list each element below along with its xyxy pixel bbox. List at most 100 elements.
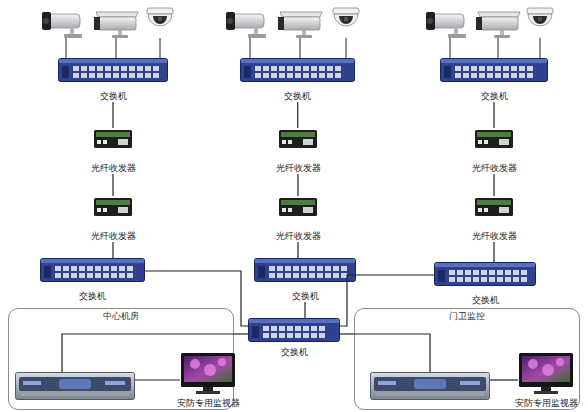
transceiver-stripe [281, 132, 315, 137]
room-title: 门卫监控 [446, 311, 488, 322]
switch-port [495, 73, 501, 78]
switch-port [319, 326, 325, 331]
monitor-stand [541, 387, 551, 391]
switch-port [521, 277, 527, 282]
switch-port [311, 73, 317, 78]
network-switch: 交换机 [440, 58, 548, 102]
switch-icon [248, 318, 340, 342]
transceiver-port [103, 208, 107, 212]
switch-port [145, 66, 151, 71]
dome-camera [333, 8, 359, 26]
transceiver-port [97, 140, 101, 144]
monitor-frame [181, 353, 235, 387]
monitor-wire [490, 379, 518, 380]
switch-body [249, 319, 340, 342]
switch-port [303, 326, 309, 331]
switch-port [277, 273, 283, 278]
box-camera [94, 12, 138, 38]
video-recorder [16, 373, 135, 400]
switch-port [341, 266, 347, 271]
switch-port [335, 73, 341, 78]
cable-line [234, 333, 248, 334]
switch-port [111, 273, 117, 278]
switch-top [41, 259, 144, 263]
device-label: 光纤收发器 [91, 163, 136, 174]
switch-port [521, 270, 527, 275]
switch-port [487, 73, 493, 78]
device-label: 安防专用监视器 [515, 398, 578, 409]
switch-port [309, 266, 315, 271]
camera-wire [540, 38, 541, 58]
switch-port [295, 326, 301, 331]
device-label: 光纤收发器 [276, 231, 321, 242]
switch-port [497, 277, 503, 282]
flower-image [204, 364, 216, 376]
device-label: 光纤收发器 [472, 231, 517, 242]
switch-port [489, 270, 495, 275]
device-label: 交换机 [481, 91, 508, 102]
transceiver-port [282, 208, 286, 212]
switch-port [479, 66, 485, 71]
switch-port [527, 73, 533, 78]
network-switch: 交换机 [434, 262, 536, 306]
switch-port [153, 66, 159, 71]
xcvr-icon [83, 196, 143, 218]
switch-port [503, 73, 509, 78]
switch-port [103, 273, 109, 278]
fiber-transceiver: 光纤收发器 [268, 196, 328, 242]
switch-top [441, 59, 547, 63]
switch-port [335, 66, 341, 71]
switch-port [503, 66, 509, 71]
switch-port [279, 333, 285, 338]
switch-port [287, 66, 293, 71]
switch-port [89, 66, 95, 71]
switch-port [119, 266, 125, 271]
switch-port [311, 326, 317, 331]
network-switch: 交换机 [240, 58, 355, 102]
device-label: 光纤收发器 [91, 231, 136, 242]
fiber-transceiver: 光纤收发器 [464, 196, 524, 242]
fiber-transceiver: 光纤收发器 [268, 128, 328, 174]
switch-port [449, 277, 455, 282]
switch-port [63, 273, 69, 278]
switch-top [249, 319, 339, 323]
monitor-base [196, 391, 220, 394]
flower-image [218, 358, 226, 366]
switch-body [435, 263, 536, 286]
switch-port [319, 73, 325, 78]
device-label: 安防专用监视器 [177, 398, 240, 409]
device-label: 光纤收发器 [472, 163, 517, 174]
camera-wire [66, 38, 67, 58]
switch-port [263, 333, 269, 338]
camera-wire [450, 38, 451, 58]
switch-port [511, 66, 517, 71]
switch-port [121, 73, 127, 78]
switch-port [119, 273, 125, 278]
switch-port [129, 66, 135, 71]
room-wires [62, 334, 518, 380]
switch-top [59, 59, 167, 63]
switch-port [277, 266, 283, 271]
flower-image [542, 364, 554, 376]
switch-port [295, 73, 301, 78]
bullet-camera [426, 12, 466, 38]
switch-port [121, 66, 127, 71]
monitor-icon [173, 353, 243, 395]
switch-top [241, 59, 354, 63]
switch-port [317, 273, 323, 278]
switch-port [455, 73, 461, 78]
switch-port [129, 73, 135, 78]
switch-port [113, 73, 119, 78]
switch-port [333, 266, 339, 271]
switch-port [511, 73, 517, 78]
switch-panel [62, 66, 69, 78]
switch-port [279, 73, 285, 78]
flower-image [528, 359, 538, 369]
switch-port [81, 66, 87, 71]
switch-port [527, 66, 533, 71]
switch-port [481, 277, 487, 282]
monitor-screen [184, 356, 232, 382]
switch-port [293, 273, 299, 278]
xcvr-icon [83, 128, 143, 150]
